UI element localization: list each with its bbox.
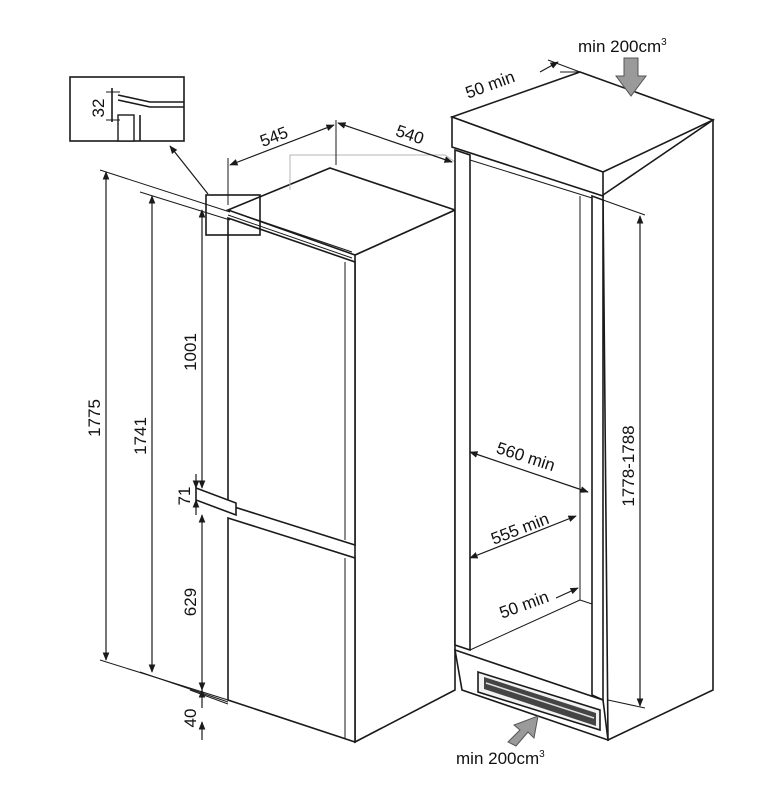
dim-width: 540 bbox=[393, 121, 426, 148]
upper-door bbox=[227, 216, 356, 547]
niche-depth-min: 560 min bbox=[494, 438, 557, 475]
dim-door-gap: 71 bbox=[175, 487, 194, 506]
appliance-side-panel bbox=[354, 208, 456, 744]
dim-body-height: 1741 bbox=[131, 417, 150, 455]
niche-side-panel bbox=[602, 118, 714, 742]
dim-depth: 545 bbox=[257, 123, 290, 151]
vent-top-label: min 200cm3 bbox=[578, 37, 667, 56]
door-gap-bar bbox=[195, 486, 237, 517]
dim-top-clearance: 32 bbox=[89, 99, 108, 118]
niche-width-min: 555 min bbox=[488, 509, 551, 548]
lower-door bbox=[227, 516, 356, 744]
niche-dimensions bbox=[469, 199, 646, 709]
top-vent-arrow bbox=[615, 57, 647, 97]
dim-upper-door: 1001 bbox=[181, 333, 200, 371]
height-dimensions bbox=[99, 169, 231, 740]
vent-bottom-label: min 200cm3 bbox=[456, 749, 545, 768]
dim-lower-door: 629 bbox=[181, 588, 200, 616]
niche-height-range: 1778-1788 bbox=[619, 425, 638, 506]
appliance bbox=[195, 154, 458, 744]
detail-marker-box bbox=[205, 194, 261, 236]
dim-overall-height: 1775 bbox=[85, 399, 104, 437]
bottom-vent-arrow bbox=[507, 715, 539, 747]
niche-left-post bbox=[454, 148, 471, 652]
niche bbox=[449, 57, 716, 747]
dim-plinth: 40 bbox=[181, 709, 200, 728]
detail-inset bbox=[69, 76, 261, 236]
